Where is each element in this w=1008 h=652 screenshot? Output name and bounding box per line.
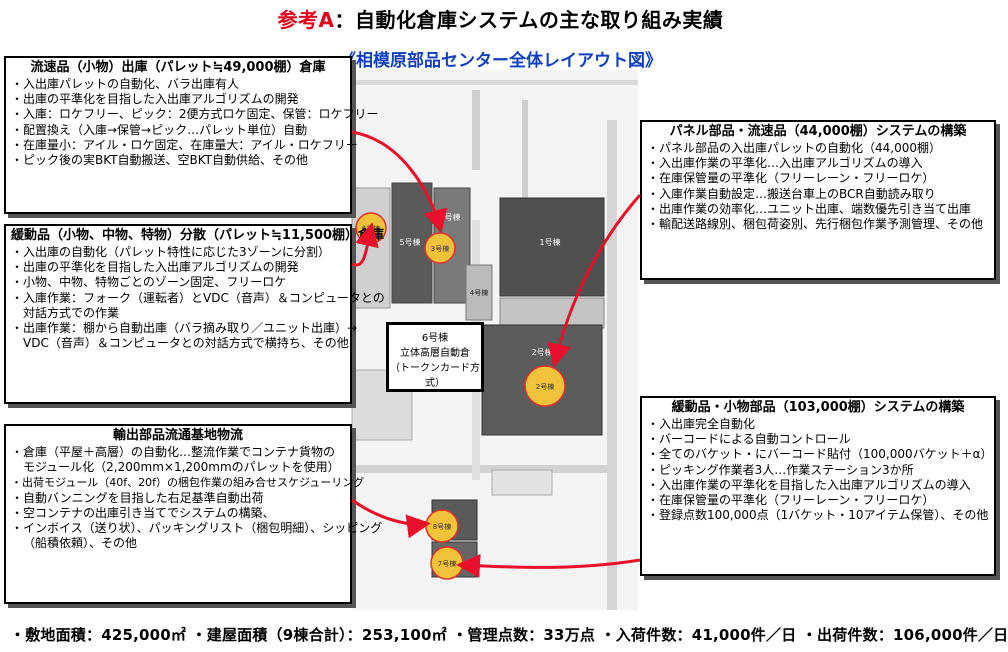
- title-prefix: 参考A: [277, 8, 335, 32]
- list-item: ・在庫保管量の平準化（フリーレーン・フリーロケ）: [647, 493, 935, 508]
- highlight-label: 7号棟: [438, 559, 456, 568]
- list-item: ・登録点数100,000点（1バケット・10アイテム保管）、その他: [647, 508, 989, 523]
- list-item: ・倉庫（平屋＋高層）の自動化…整流作業でコンテナ貨物の: [11, 445, 336, 459]
- list-item: VDC（音声）＆コンピュータとの対話方式で横持ち、その他: [23, 336, 349, 351]
- map-road: [522, 100, 528, 220]
- callout-line: 立体高層自動倉: [400, 348, 470, 359]
- list-item: モジュール化（2,200mm×1,200mmのパレットを使用）: [23, 460, 340, 475]
- list-item: ・バーコードによる自動コントロール: [647, 432, 851, 447]
- box-export-logistics: 輸出部品流通基地物流 ・倉庫（平屋＋高層）の自動化…整流作業でコンテナ貨物の モ…: [4, 424, 383, 604]
- footer-stats: ・敷地面積：425,000㎡ ・建屋面積（9棟合計）：253,100㎡ ・管理点…: [10, 626, 1008, 644]
- box-heading: 輸出部品流通基地物流: [112, 428, 243, 443]
- list-item: ・入出庫作業の平準化を目指した入出庫アルゴリズムの導入: [647, 477, 971, 492]
- list-item: ・自動バンニングを目指した右足基準自動出荷: [11, 490, 264, 505]
- box-fast-moving: 流速品（小物）出庫（パレット≒49,000棚）倉庫 ・入出庫パレットの自動化、バ…: [4, 56, 379, 214]
- page-title: 参考A：自動化倉庫システムの主な取り組み実績: [0, 4, 1001, 33]
- box-slow-moving: 緩動品（小物、中物、特物）分散（パレット≒11,500棚）倉庫 ・入出庫の自動化…: [4, 224, 385, 404]
- list-item: ・出荷モジュール（40f、20f）の梱包作業の組み合せスケジューリング: [11, 476, 365, 490]
- map-road: [472, 90, 480, 170]
- list-item: ・ピック後の実BKT自動搬送、空BKT自動供給、その他: [11, 153, 309, 168]
- list-item: ・空コンテナの出庫引き当てでシステムの構築、: [11, 505, 275, 520]
- callout-line: 6号棟: [421, 333, 449, 344]
- building-6-site: [351, 187, 391, 309]
- box-heading: パネル部品・流速品（44,000棚）システムの構築: [669, 124, 967, 139]
- box-small-parts: 緩動品・小物部品（103,000棚）システムの構築 ・入出庫完全自動化 ・バーコ…: [640, 396, 996, 576]
- list-item: 対話方式での作業: [23, 305, 120, 320]
- list-item: ・輸配送路線別、梱包荷姿別、先行梱包作業予測管理、その他: [647, 217, 984, 232]
- list-item: ・配置換え（入庫→保管→ピック…パレット単位）自動: [11, 122, 308, 137]
- highlight-label: 3号棟: [431, 244, 449, 253]
- page-subtitle: 《相模原部品センター全体レイアウト図》: [339, 51, 662, 71]
- list-item: （船積依頼）、その他: [23, 536, 138, 551]
- list-item: ・入出庫パレットの自動化、バラ出庫有人: [11, 77, 240, 91]
- building-annex: [499, 297, 605, 329]
- building-label: 5号棟: [399, 237, 420, 247]
- title-rest: ：自動化倉庫システムの主な取り組み実績: [334, 8, 724, 32]
- list-item: ・出庫の平準化を目指した入出庫アルゴリズムの開発: [11, 92, 299, 107]
- highlight-label: 2号棟: [536, 382, 554, 391]
- map-road: [352, 80, 638, 85]
- list-item: ・入出庫作業の平準化…入出庫アルゴリズムの導入: [647, 156, 923, 171]
- list-item: ・パネル部品の入出庫パレットの自動化（44,000棚）: [647, 141, 941, 155]
- highlight-label: 8号棟: [433, 522, 451, 531]
- list-item: ・入出庫完全自動化: [647, 417, 756, 431]
- list-item: ・ピッキング作業者3人…作業ステーション3か所: [647, 462, 914, 477]
- building-label: 2号棟: [531, 347, 552, 357]
- list-item: ・入庫作業：フォーク（運転者）とVDC（音声）＆コンピュータとの: [11, 290, 385, 305]
- callout-building-6: 6号棟 立体高層自動倉 （トークンカード方式）: [386, 322, 484, 392]
- list-item: ・出庫作業：棚から自動出庫（バラ摘み取り／ユニット出庫）→: [11, 321, 358, 336]
- highlight-building-2: [524, 365, 566, 407]
- box-heading: 緩動品（小物、中物、特物）分散（パレット≒11,500棚）倉庫: [11, 228, 385, 243]
- box-panel-parts: パネル部品・流速品（44,000棚）システムの構築 ・パネル部品の入出庫パレット…: [640, 120, 996, 280]
- list-item: ・全てのバケット・にバーコード貼付（100,000バケット＋α）: [647, 447, 993, 462]
- building-label: 1号棟: [539, 237, 560, 247]
- box-heading: 流速品（小物）出庫（パレット≒49,000棚）倉庫: [30, 60, 326, 75]
- list-item: ・小物、中物、特物ごとのゾーン固定、フリーロケ: [11, 275, 287, 290]
- list-item: ・入庫作業自動設定…搬送台車上のBCR自動読み取り: [647, 186, 936, 201]
- list-item: ・インボイス（送り状）、パッキングリスト（梱包明細）、シッピング: [11, 521, 383, 536]
- building-1: [499, 197, 605, 297]
- box-heading: 緩動品・小物部品（103,000棚）システムの構築: [671, 400, 965, 415]
- building-label: 3号棟: [439, 212, 460, 222]
- building-label: 4号棟: [470, 288, 488, 297]
- list-item: ・入庫：ロケフリー、ピック：2便方式ロケ固定、保管：ロケフリー: [11, 107, 379, 122]
- map-gate-area: [491, 469, 553, 496]
- map-road: [607, 120, 617, 610]
- list-item: ・入出庫の自動化（パレット特性に応じた3ゾーンに分割）: [11, 245, 331, 259]
- callout-line: （トークンカード方式）: [390, 363, 480, 389]
- list-item: ・在庫量小：アイル・ロケ固定、在庫量大：アイル・ロケフリー: [11, 137, 358, 152]
- list-item: ・出庫作業の効率化…ユニット出庫、端数優先引き当て出庫: [647, 201, 972, 216]
- list-item: ・在庫保管量の平準化（フリーレーン・フリーロケ）: [647, 171, 935, 186]
- list-item: ・出庫の平準化を目指した入出庫アルゴリズムの開発: [11, 260, 299, 275]
- building-4: [465, 264, 493, 321]
